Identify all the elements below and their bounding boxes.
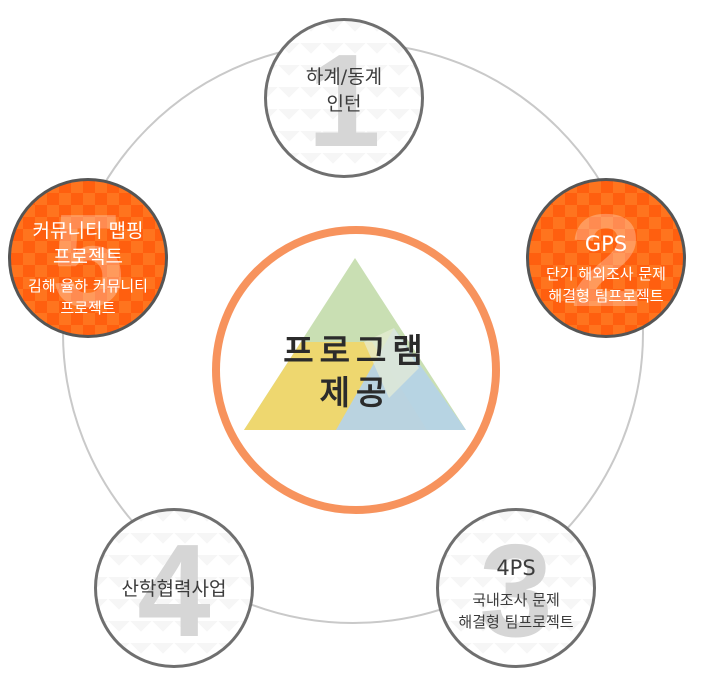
node-2-line1: 단기 해외조사 문제 [546,265,666,283]
node-3-title: 4PS [496,556,536,580]
node-2-gps: 2 GPS 단기 해외조사 문제 해결형 팀프로젝트 [526,178,686,338]
center-title-line2: 제공 [319,373,393,412]
node-5-line4: 프로젝트 [60,299,116,317]
node-4-line1: 산학협력사업 [121,578,227,600]
triangle-overlap [364,328,419,398]
node-3-4ps: 3 4PS 국내조사 문제 해결형 팀프로젝트 [436,508,596,668]
triangle-graphic [244,258,466,430]
node-2-title: GPS [584,232,628,256]
center-title: 프로그램 제공 [212,330,500,414]
node-5-community-mapping: 5 커뮤니티 맵핑 프로젝트 김해 율하 커뮤니티 프로젝트 [8,178,168,338]
node-4-number: 4 [137,517,211,664]
center-title-line1: 프로그램 [283,331,429,370]
node-5-number: 5 [51,187,125,334]
node-3-number: 3 [479,517,553,664]
node-2-number: 2 [569,187,643,334]
node-2-line2: 해결형 팀프로젝트 [548,287,664,305]
node-1-internship: 1 하계/동계 인턴 [264,18,424,178]
node-5-line1: 커뮤니티 맵핑 [32,220,144,242]
node-5-line3: 김해 율하 커뮤니티 [28,277,148,295]
node-1-number: 1 [307,27,381,174]
node-4-industry-academic: 4 산학협력사업 [94,508,254,668]
node-3-line1: 국내조사 문제 [472,591,560,609]
node-3-line2: 해결형 팀프로젝트 [458,613,574,631]
node-5-line2: 프로젝트 [53,246,123,268]
node-1-line1: 하계/동계 [305,66,383,88]
node-1-line2: 인턴 [326,93,362,115]
